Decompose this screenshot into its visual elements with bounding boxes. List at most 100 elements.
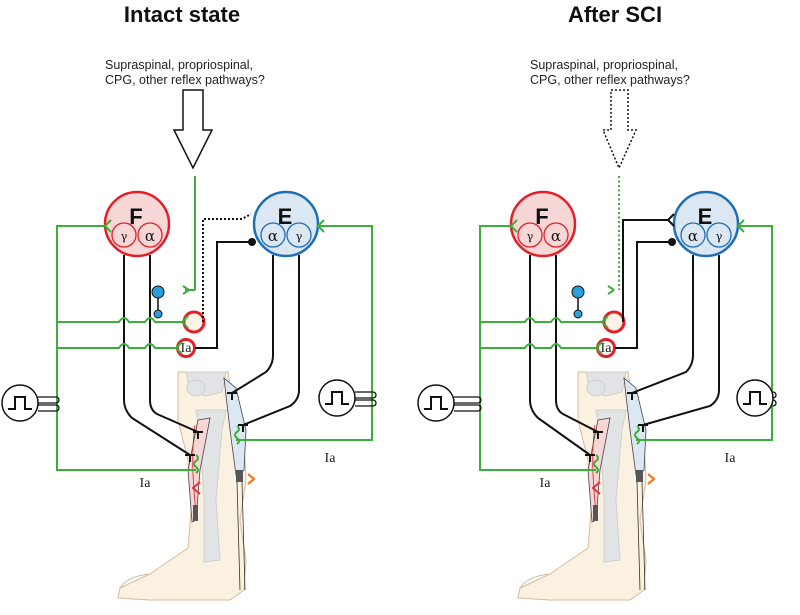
flexor-motor-pool: [103, 190, 171, 258]
extensor-alpha-axon: [231, 255, 274, 394]
motor-endplate-icon: [638, 424, 648, 432]
flexor-gamma-label: γ: [121, 230, 128, 243]
motor-endplate-icon: [593, 431, 603, 439]
extensor-gamma-neuron: [286, 222, 312, 248]
achilles-tendon: [636, 481, 646, 591]
question-line-1: Supraspinal, propriospinal,: [530, 58, 679, 72]
foot-toes: [519, 573, 551, 589]
flexor-alpha-neuron: [137, 222, 163, 248]
leg-skin: [117, 371, 247, 601]
flexor-muscle-spindle-icon: [193, 454, 199, 474]
leg-skin: [517, 371, 647, 601]
motor-endplate-icon: [193, 431, 203, 439]
extensor-motor-pool: [252, 190, 320, 258]
question-line-2: CPG, other reflex pathways?: [530, 73, 690, 87]
inhibitory-synapse-icon: [248, 238, 256, 246]
afferent-synapse-icon: [103, 219, 112, 233]
presynaptic-interneuron: [182, 310, 206, 334]
ia-inhibitory-interneuron: [176, 338, 196, 358]
motor-endplate-icon: [238, 424, 248, 432]
right-stimulator: [318, 379, 377, 417]
extensor-alpha-axon: [631, 255, 694, 394]
presynaptic-interneuron: [602, 310, 626, 334]
square-pulse-icon: [424, 396, 448, 410]
blue-interneuron-soma: [151, 285, 165, 299]
extensor-muscle: [623, 377, 647, 476]
extensor-muscle-spindle-icon: [634, 425, 640, 445]
extensor-alpha-label: α: [688, 227, 698, 245]
flexor-pool-label: F: [535, 204, 548, 229]
extensor-ia-afferent: [236, 225, 373, 441]
flexor-alpha-axon: [149, 255, 199, 433]
afferent-branch: [57, 343, 176, 349]
descending-arrow-dashed-icon: [601, 89, 638, 170]
flexor-alpha-label: α: [145, 227, 155, 245]
panel-title: Intact state: [123, 2, 241, 27]
leg: [517, 371, 647, 601]
afferent-branch: [480, 343, 596, 349]
extensor-muscle: [223, 377, 247, 476]
inhibitory-synapse-icon: [668, 238, 676, 246]
stimulator-body: [318, 379, 356, 417]
extensor-motor-pool: [672, 190, 740, 258]
afferent-synapse-icon: [180, 315, 189, 329]
motor-endplate-icon: [185, 454, 195, 462]
pathway-question: Supraspinal, propriospinal, CPG, other r…: [530, 58, 690, 88]
square-pulse-icon: [325, 391, 349, 405]
extensor-alpha-neuron: [680, 222, 706, 248]
flexor-ia-label: Ia: [540, 476, 552, 491]
extensor-gamma-axon: [642, 255, 720, 426]
flexor-tendon: [193, 505, 198, 521]
afferent-synapse-icon: [316, 219, 325, 233]
blue-interneuron-soma: [571, 285, 585, 299]
extensor-ia-label: Ia: [725, 451, 737, 466]
question-line-2: CPG, other reflex pathways?: [105, 73, 265, 87]
pathway-question: Supraspinal, propriospinal, CPG, other r…: [105, 58, 265, 88]
left-stimulator: [417, 384, 482, 422]
red-marker-icon: [591, 481, 601, 495]
flexor-muscle-spindle-icon: [593, 454, 599, 474]
square-pulse-icon: [8, 396, 32, 410]
panel-intact-state: Intact state Supraspinal, propriospinal,…: [1, 2, 377, 601]
afferent-synapse-icon: [509, 219, 518, 233]
motor-endplate-icon: [227, 392, 237, 400]
motor-endplate-icon: [627, 392, 637, 400]
flexor-alpha-axon: [555, 255, 599, 433]
flexor-gamma-label: γ: [527, 230, 534, 243]
extensor-gamma-axon: [242, 255, 300, 426]
afferent-synapse-icon: [174, 341, 183, 355]
presynaptic-connection: [622, 219, 668, 322]
stimulator-electrodes-icon: [38, 396, 60, 412]
flexor-gamma-neuron: [517, 222, 543, 248]
foot-toes: [119, 573, 151, 589]
blue-interneuron-terminal: [153, 309, 163, 319]
stimulator-body: [1, 384, 39, 422]
flexor-gamma-axon: [123, 255, 191, 456]
afferent-synapse-icon: [736, 219, 745, 233]
ia-inhibitory-interneuron: [596, 338, 616, 358]
question-line-1: Supraspinal, propriospinal,: [105, 58, 254, 72]
afferent-synapse-icon: [600, 315, 609, 329]
panel-after-sci: After SCI Supraspinal, propriospinal, CP…: [400, 0, 800, 615]
descending-arrow-icon: [172, 89, 214, 170]
extensor-pool-label: E: [278, 204, 293, 229]
stimulator-electrodes-icon: [355, 391, 377, 407]
flexor-motor-pool: [509, 190, 577, 258]
ia-interneuron-label: Ia: [181, 341, 193, 356]
red-marker-icon: [191, 481, 201, 495]
extensor-alpha-label: α: [268, 227, 278, 245]
extensor-gamma-label: γ: [716, 230, 723, 243]
extensor-gamma-label: γ: [296, 230, 303, 243]
square-pulse-icon: [743, 391, 767, 405]
panel-title: After SCI: [567, 2, 663, 27]
ia-inhibition-line: [615, 241, 670, 349]
afferent-synapse-icon: [594, 341, 603, 355]
leg: [117, 371, 247, 601]
afferent-branch: [57, 317, 182, 323]
right-stimulator: [736, 379, 777, 417]
stimulator-body: [736, 379, 774, 417]
extensor-alpha-neuron: [260, 222, 286, 248]
flexor-tendon: [593, 505, 598, 521]
flexor-pool-label: F: [129, 204, 142, 229]
